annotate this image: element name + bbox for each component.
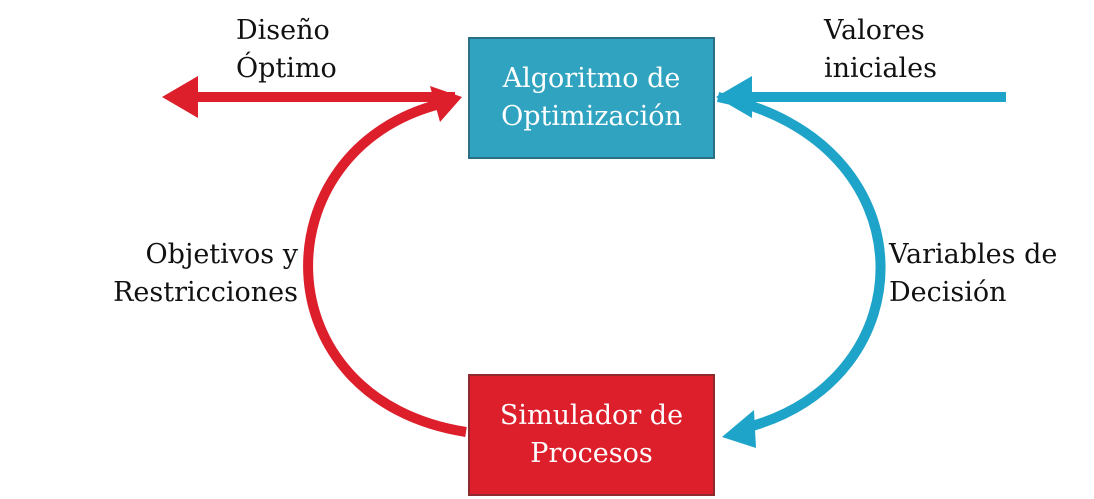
decision-variables-label: Variables de Decisión	[889, 236, 1057, 312]
initial-values-label-line-2: iniciales	[824, 53, 937, 84]
process-simulator-box: Simulador de Procesos	[468, 374, 715, 496]
decision-variables-label-line-1: Variables de	[889, 239, 1058, 270]
objectives-label: Objetivos y Restricciones	[102, 236, 298, 312]
optimization-box-line-2: Optimización	[501, 101, 682, 132]
optimal-design-label-line-1: Diseño	[236, 15, 330, 46]
objectives-label-line-2: Restricciones	[113, 277, 298, 308]
optimal-design-arrow	[162, 76, 455, 118]
objectives-feedback-arrow	[303, 86, 467, 437]
initial-values-label: Valores iniciales	[824, 12, 937, 88]
initial-values-label-line-1: Valores	[824, 15, 925, 46]
optimal-design-label-line-2: Óptimo	[236, 53, 337, 84]
objectives-label-line-1: Objetivos y	[145, 239, 298, 270]
optimization-algorithm-box: Algoritmo de Optimización	[468, 37, 715, 159]
decision-variables-label-line-2: Decisión	[889, 277, 1007, 308]
optimization-box-line-1: Algoritmo de	[502, 63, 681, 94]
simulator-box-line-1: Simulador de	[499, 400, 684, 431]
decision-variables-arrow	[717, 92, 886, 448]
optimal-design-label: Diseño Óptimo	[236, 12, 337, 88]
simulator-box-line-2: Procesos	[530, 438, 653, 469]
